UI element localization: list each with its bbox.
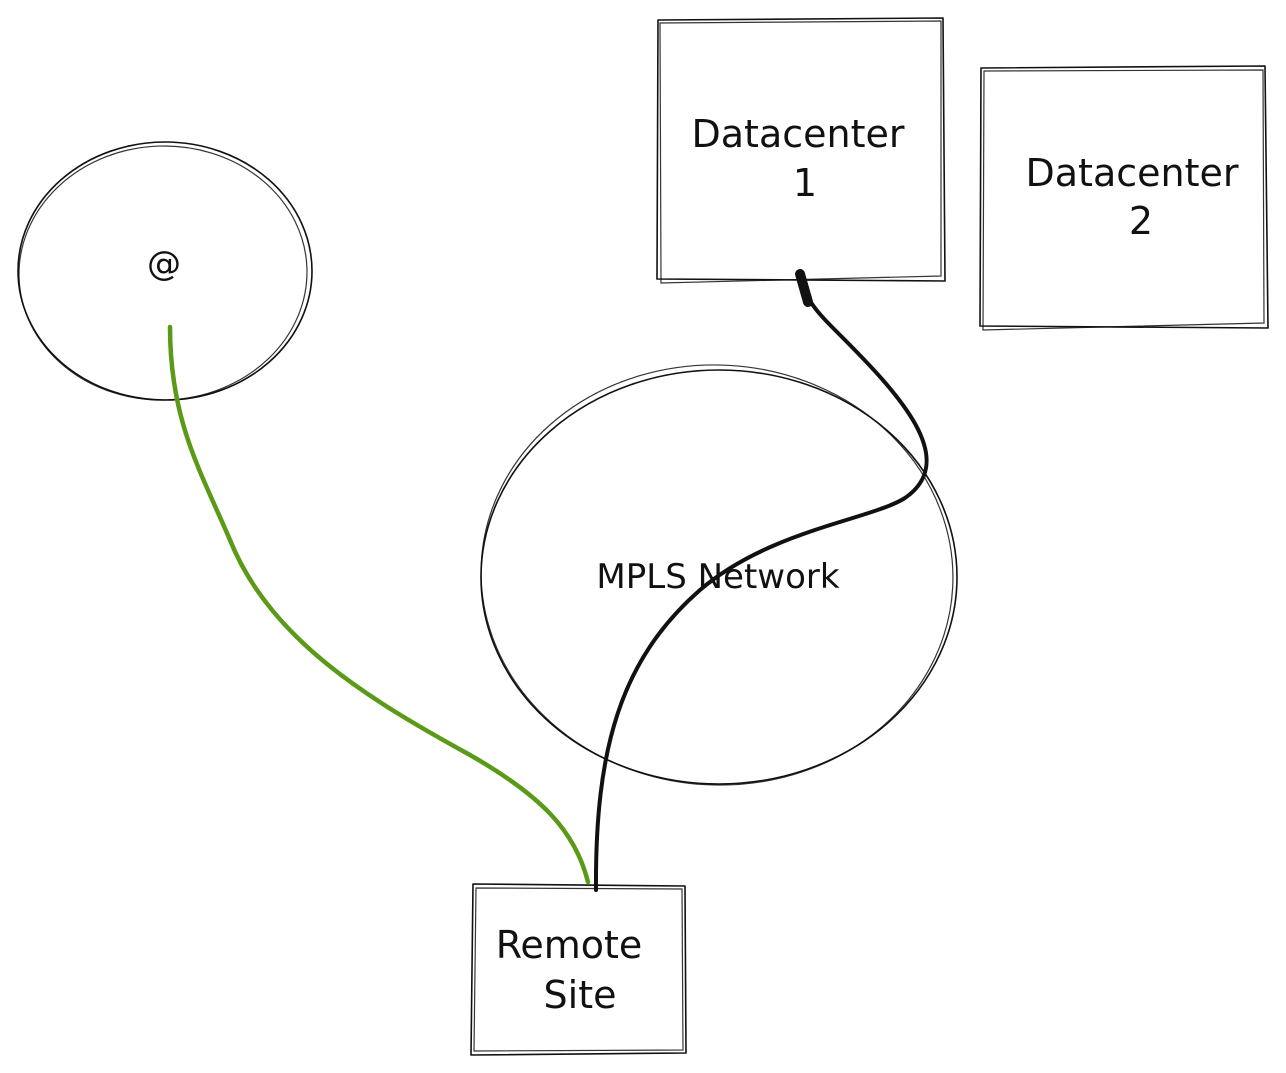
datacenter-1-node[interactable]: Datacenter 1 — [656, 17, 946, 284]
remote-site-label-line1: Remote — [496, 923, 643, 967]
internet-to-remote-site-link[interactable] — [167, 324, 591, 885]
internet-label: @ — [147, 244, 181, 284]
datacenter-1-label-line1: Datacenter — [692, 112, 905, 156]
internet-node[interactable]: @ — [15, 141, 313, 405]
datacenter-1-link-endcap — [795, 269, 813, 307]
datacenter-1-to-remote-site-link[interactable] — [593, 270, 929, 892]
datacenter-2-node[interactable]: Datacenter 2 — [979, 65, 1269, 331]
datacenter-2-label-line1: Datacenter — [1026, 151, 1239, 195]
datacenter-1-label-line2: 1 — [793, 161, 817, 205]
datacenter-2-label-line2: 2 — [1129, 199, 1153, 243]
remote-site-node[interactable]: Remote Site — [470, 883, 687, 1056]
remote-site-label-line2: Site — [544, 973, 617, 1017]
